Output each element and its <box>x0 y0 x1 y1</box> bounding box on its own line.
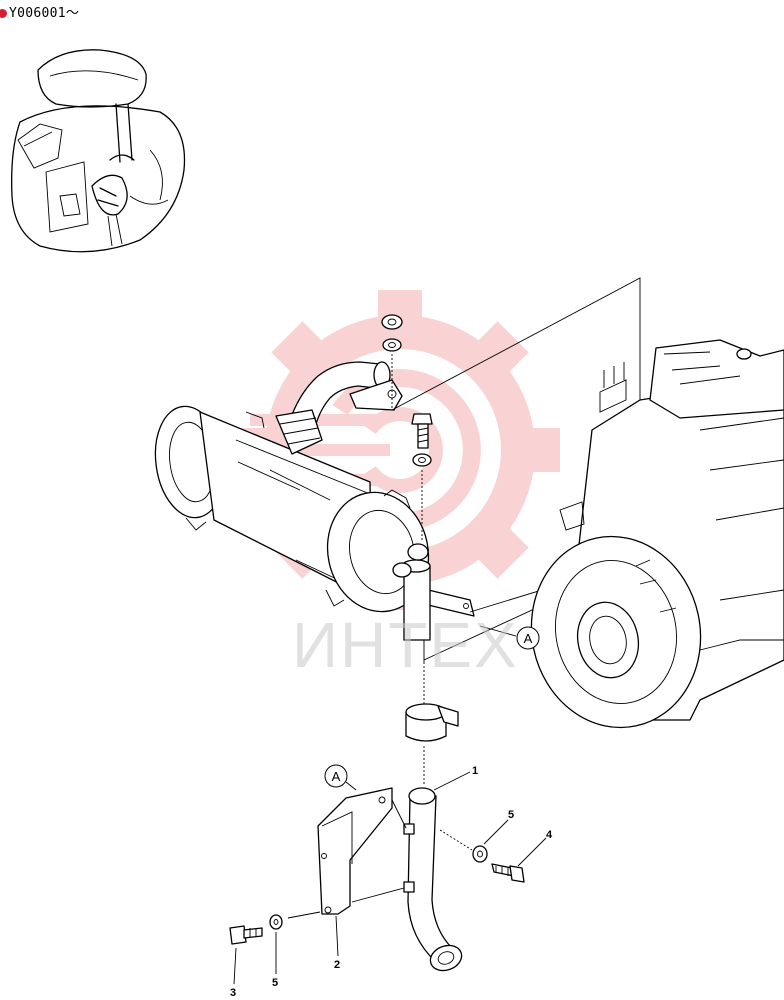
ref-a-lower-text: A <box>332 769 341 784</box>
bolt-left <box>229 911 321 945</box>
callout-ref-a-upper: A <box>516 626 540 650</box>
bolt-right <box>439 829 525 883</box>
ref-a-upper-text: A <box>524 631 533 646</box>
part-1-label: 1 <box>472 765 478 777</box>
mounting-bracket <box>317 787 407 915</box>
red-dot-icon <box>0 9 7 18</box>
serial-range-label: Y006001～ <box>0 2 79 21</box>
intake-pipe-lower <box>403 787 463 972</box>
part-5-right-label: 5 <box>508 809 514 821</box>
part-2-label: 2 <box>334 959 340 971</box>
callout-leaders <box>233 771 547 985</box>
air-cleaner <box>154 405 475 641</box>
hose-clamp <box>405 662 459 786</box>
part-5-left-label: 5 <box>272 977 278 989</box>
engine-block <box>530 339 784 729</box>
part-3-label: 3 <box>230 987 236 999</box>
callout-ref-a-lower: A <box>324 764 348 788</box>
part-4-label: 4 <box>546 829 553 841</box>
watermark-text: ИНТЕХ <box>292 609 519 681</box>
intake-pipe-upper <box>275 361 403 455</box>
overview-inset <box>11 49 186 253</box>
fastener-stack <box>381 314 433 540</box>
